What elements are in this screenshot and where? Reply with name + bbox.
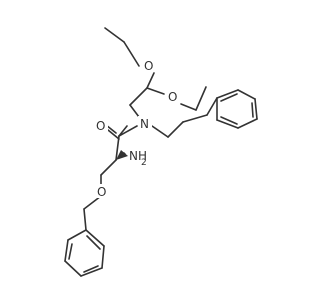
label-backing [95,184,109,198]
bond [86,235,101,250]
bond [83,208,87,231]
bond [254,98,258,120]
bond [104,27,125,43]
structure-diagram: O O N O NH 2 O [64,27,258,277]
bond [216,89,239,99]
bond [151,125,169,138]
bond [220,93,238,102]
bond [180,103,197,111]
atom-o-carbonyl: O [96,119,105,133]
atom-nh2-subscript: 2 [141,158,147,168]
bond [220,116,238,125]
bond [115,135,120,161]
molecule-canvas: O O N O NH 2 O [64,27,258,277]
bond [237,89,256,100]
atom-o-ether-top: O [144,59,153,73]
bond [100,159,117,176]
bond [167,121,184,138]
atom-n-amide: N [140,117,149,131]
bond [146,87,165,95]
bond [146,72,155,89]
bond [64,239,69,262]
atom-labels: O O N O NH 2 O [94,58,181,199]
atom-nh2: NH [129,149,147,163]
atom-o-ether-right: O [168,90,177,104]
atom-o-benzyl: O [97,185,106,199]
bond [118,125,138,137]
bond [195,86,207,111]
bond [118,125,128,137]
wedge-bond-tail [116,150,128,160]
bond [101,245,105,269]
label-backing [142,58,156,72]
bond [251,102,254,118]
bond [68,243,73,260]
label-backing [94,118,108,132]
label-backing [167,89,181,103]
bond [206,97,218,116]
bond [64,260,82,277]
bond [83,265,99,273]
bond-set [64,27,258,277]
bond [129,87,148,106]
bond [182,114,208,123]
bond [107,129,120,140]
bond [129,104,140,118]
bond [216,119,239,129]
bond [123,41,140,67]
bond [80,267,103,277]
bond [237,118,258,129]
bond [67,229,87,241]
label-backing [138,116,152,130]
bond [85,229,105,247]
bond [83,195,102,210]
